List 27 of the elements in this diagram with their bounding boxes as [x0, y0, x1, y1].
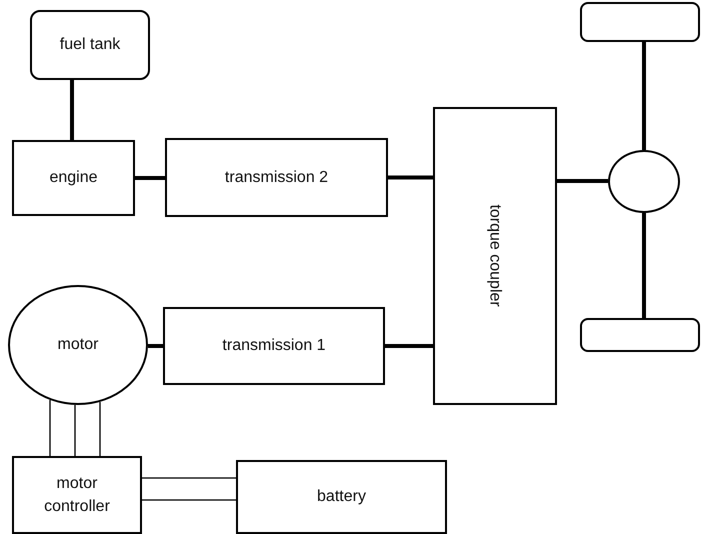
- connector-line: [642, 42, 646, 150]
- component-label: transmission 1: [222, 336, 326, 356]
- component-box: [165, 138, 388, 217]
- connector-line: [642, 213, 646, 318]
- connector-line: [70, 80, 74, 140]
- connector-line: [148, 344, 163, 348]
- component-label: fuel tank: [60, 35, 120, 56]
- component-label: motor controller: [43, 474, 111, 517]
- connector-line: [49, 399, 101, 457]
- component-box: [433, 107, 557, 405]
- component-label: battery: [317, 487, 366, 508]
- wheel-box: [580, 318, 700, 352]
- connector-line: [385, 344, 433, 348]
- component-box: [12, 456, 142, 534]
- component-box: [163, 307, 385, 385]
- component-box: [236, 460, 447, 534]
- connector-line: [557, 179, 608, 183]
- connector-line: [141, 477, 237, 501]
- connector-line: [135, 176, 165, 180]
- wheel-box: [580, 2, 700, 42]
- component-box: [30, 10, 150, 80]
- component-label: transmission 2: [224, 168, 328, 188]
- component-label: engine: [49, 168, 98, 188]
- component-box: [12, 140, 135, 216]
- connector-line: [388, 176, 433, 180]
- component-label: torque coupler: [486, 204, 505, 308]
- component-label: motor: [58, 335, 98, 356]
